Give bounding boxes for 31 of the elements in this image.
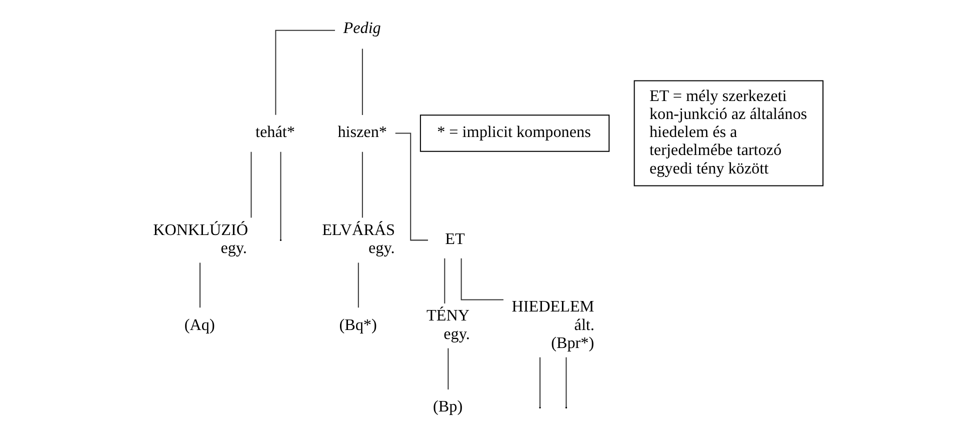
connector (538, 357, 540, 407)
connector (280, 152, 281, 240)
node-text: ELVÁRÁS (322, 222, 394, 239)
connector (565, 357, 566, 407)
node-label: egy. (368, 240, 394, 258)
connector (444, 258, 445, 304)
connector (274, 30, 334, 115)
node-text: KONKLÚZIÓ (152, 222, 248, 239)
connector (357, 262, 358, 308)
node-box: * = implicit komponens (419, 114, 610, 152)
connector (447, 348, 448, 390)
node-box: ET = mély szerkezeti kon-junkció az általános hiedelem és a terjedelmébe tartozó egyedi tény között (633, 80, 823, 186)
node-label: egy. (220, 240, 246, 258)
connector (361, 152, 362, 218)
node-label: egy. (443, 326, 470, 343)
connector (361, 48, 362, 115)
connector (250, 152, 252, 218)
node-text: tehát* (255, 124, 294, 142)
node-label: ált. (574, 316, 594, 334)
node-text: (Bq*) (338, 316, 376, 334)
node-text: TÉNY (426, 308, 469, 325)
node-text: (Bp) (432, 398, 462, 416)
connector (394, 132, 428, 241)
node-text: (Aq) (184, 316, 214, 334)
node-text: HIEDELEM (511, 298, 594, 316)
node-text: Pedig (342, 20, 380, 38)
connector (199, 262, 200, 308)
connector (460, 258, 503, 300)
node-text: hiszen* (337, 124, 386, 142)
node-label: (Bpr*) (550, 334, 594, 352)
node-text: ET (444, 231, 464, 248)
